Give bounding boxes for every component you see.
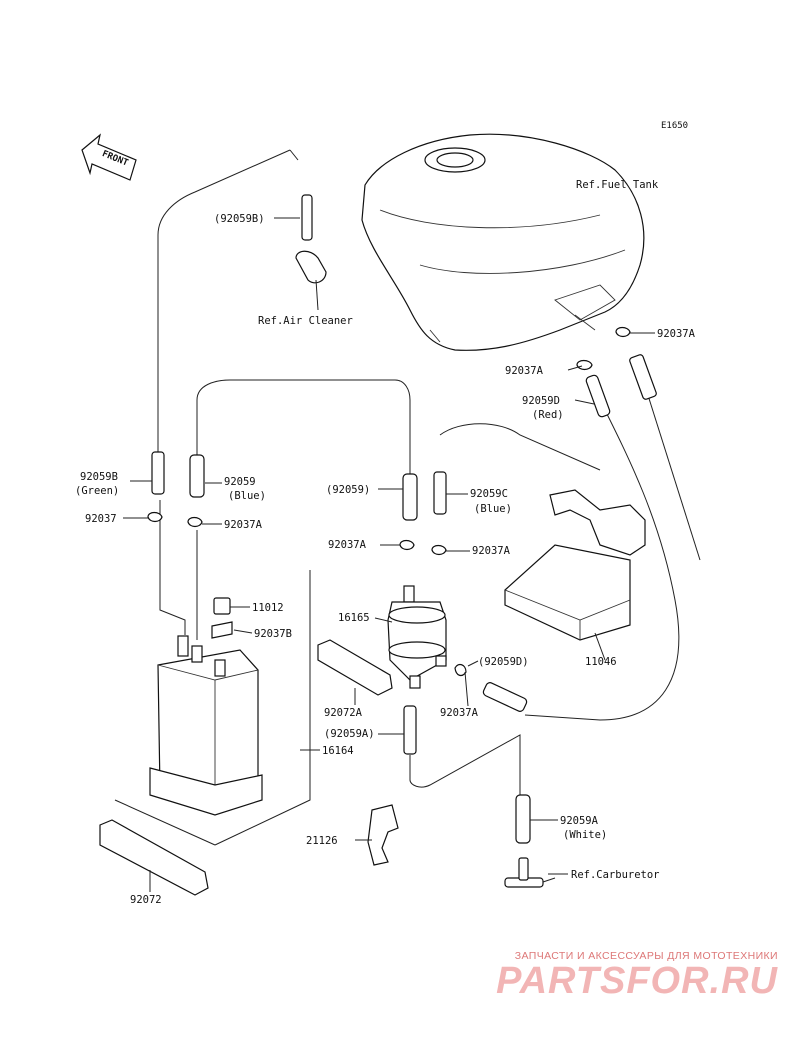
label-21126: 21126 <box>306 835 338 847</box>
canister <box>149 635 263 816</box>
label-blue-2: (Blue) <box>474 503 512 515</box>
label-92059A: 92059A <box>560 815 599 827</box>
label-92037A-r: 92037A <box>657 328 696 340</box>
label-92037B: 92037B <box>254 628 292 640</box>
label-92037A-c2: 92037A <box>472 545 511 557</box>
label-ref-carburetor: Ref.Carburetor <box>571 869 660 881</box>
hose-92059B <box>151 451 165 495</box>
valve-16165 <box>387 585 447 689</box>
t-fitting <box>504 857 556 888</box>
hose-92059D-lower <box>482 682 528 712</box>
band-92072 <box>99 819 209 896</box>
label-92059B-top: (92059B) <box>214 213 265 225</box>
label-16164: 16164 <box>322 745 354 757</box>
hose-92059-paren <box>402 473 418 521</box>
label-blue-1: (Blue) <box>228 490 266 502</box>
label-92059D-paren: (92059D) <box>478 656 529 668</box>
label-92037A-low: 92037A <box>440 707 479 719</box>
hose-right <box>629 354 657 400</box>
label-green: (Green) <box>75 485 119 497</box>
front-arrow-icon: FRONT <box>81 133 137 181</box>
label-ref-air-cleaner: Ref.Air Cleaner <box>258 315 353 327</box>
label-11046: 11046 <box>585 656 617 668</box>
hose-92059 <box>189 454 205 498</box>
label-92059-paren: (92059) <box>326 484 370 496</box>
hose-92059B-top <box>289 149 327 311</box>
label-92059B: 92059B <box>80 471 118 483</box>
watermark: ЗАПЧАСТИ И АКСЕССУАРЫ ДЛЯ МОТОТЕХНИКИ PA… <box>478 950 778 1003</box>
cap-11012 <box>211 597 233 639</box>
fuel-tank <box>361 133 645 351</box>
diagram-code: E1650 <box>661 121 688 131</box>
label-92059D: 92059D <box>522 395 560 407</box>
label-92059A-paren: (92059A) <box>324 728 375 740</box>
label-92059: 92059 <box>224 476 256 488</box>
label-92037: 92037 <box>85 513 117 525</box>
label-92059C: 92059C <box>470 488 508 500</box>
hose-92059A <box>515 794 531 844</box>
hose-92059A-upper <box>403 705 417 755</box>
label-92037A-mid: 92037A <box>505 365 544 377</box>
label-92072A: 92072A <box>324 707 363 719</box>
watermark-brand: PARTSFOR.RU <box>496 960 778 1002</box>
label-white: (White) <box>563 829 607 841</box>
hose-92059C <box>433 471 447 515</box>
bracket-11046 <box>504 489 646 641</box>
label-11012: 11012 <box>252 602 284 614</box>
label-ref-fuel-tank: Ref.Fuel Tank <box>576 179 659 191</box>
bracket-21126 <box>367 804 399 866</box>
label-red: (Red) <box>532 409 564 421</box>
label-92037A-c1: 92037A <box>328 539 367 551</box>
watermark-tagline: ЗАПЧАСТИ И АКСЕССУАРЫ ДЛЯ МОТОТЕХНИКИ <box>514 950 778 962</box>
label-16165: 16165 <box>338 612 370 624</box>
label-92072: 92072 <box>130 894 162 906</box>
hose-92059D <box>585 374 611 418</box>
label-92037A-l: 92037A <box>224 519 263 531</box>
band-92072A <box>317 639 393 696</box>
clamp-icons <box>147 326 631 677</box>
leader-lines <box>123 217 655 892</box>
